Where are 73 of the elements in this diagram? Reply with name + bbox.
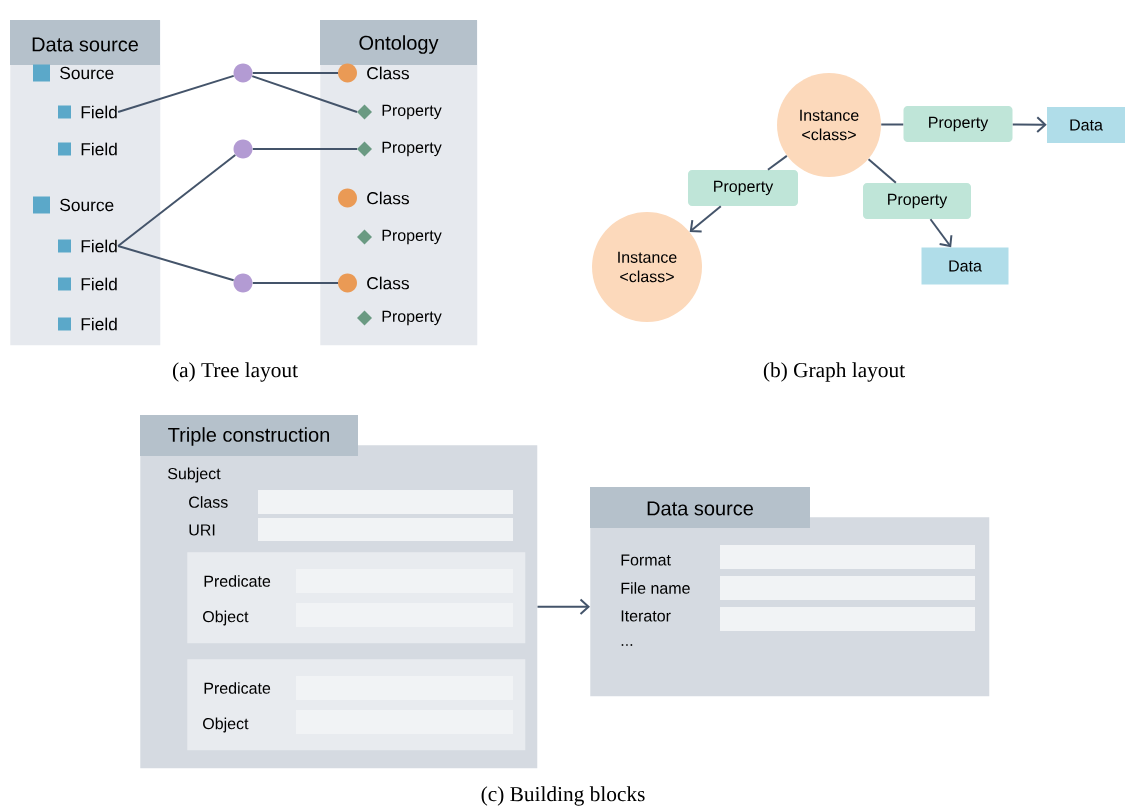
node-label: Source bbox=[60, 66, 114, 80]
list-item: Class bbox=[338, 273, 409, 293]
node-label: Property bbox=[382, 104, 442, 120]
list-item: Field bbox=[58, 277, 117, 291]
list-item: Field bbox=[58, 142, 117, 156]
field-label: URI bbox=[189, 524, 215, 536]
node-label: Field bbox=[81, 239, 117, 253]
list-item: Class bbox=[338, 188, 409, 208]
junction-dot bbox=[233, 139, 253, 159]
caption: (a) Tree layout bbox=[172, 362, 298, 382]
list-item: Source bbox=[33, 64, 114, 82]
field-label: ... bbox=[621, 644, 633, 646]
connector-line bbox=[251, 148, 358, 150]
field-label: File name bbox=[621, 582, 690, 594]
field-label: Class bbox=[189, 496, 228, 508]
connector-line bbox=[117, 245, 235, 282]
panel-heading: Data source bbox=[32, 37, 138, 52]
junction-dot bbox=[233, 273, 253, 293]
caption: (b) Graph layout bbox=[763, 362, 905, 382]
node-label: Property bbox=[382, 310, 442, 326]
field-label: Iterator bbox=[621, 610, 671, 622]
arrow bbox=[1011, 116, 1047, 133]
connector-line bbox=[117, 74, 235, 113]
node-label: Source bbox=[60, 198, 114, 212]
node-label: Class bbox=[367, 191, 409, 205]
list-item: Class bbox=[338, 63, 409, 83]
node-label: Field bbox=[81, 277, 117, 291]
node-label: Field bbox=[81, 317, 117, 331]
list-item: Field bbox=[58, 317, 117, 331]
connector-line bbox=[880, 123, 905, 126]
list-item: Field bbox=[58, 239, 117, 253]
connector-line bbox=[867, 158, 897, 184]
panel bbox=[10, 20, 161, 346]
property-box: Property bbox=[688, 170, 798, 206]
form-group bbox=[187, 659, 526, 751]
node-label: Class bbox=[367, 66, 409, 80]
list-item: Property bbox=[357, 229, 442, 245]
panel-heading: Triple construction bbox=[168, 427, 329, 446]
connector-line bbox=[251, 282, 339, 284]
field-label: Object bbox=[203, 610, 249, 626]
panel-heading: Ontology bbox=[359, 35, 439, 54]
field-label: Subject bbox=[168, 467, 221, 483]
panel bbox=[320, 20, 478, 346]
arrow bbox=[929, 218, 953, 248]
list-item: Property bbox=[357, 141, 442, 157]
field-label: Predicate bbox=[204, 575, 271, 587]
arrow bbox=[689, 205, 722, 233]
field-label: Format bbox=[621, 554, 671, 566]
panel-heading: Data source bbox=[647, 501, 753, 516]
arrow bbox=[536, 598, 590, 616]
property-box: Property bbox=[903, 106, 1013, 142]
list-item: Source bbox=[33, 196, 114, 214]
data-box: Data bbox=[1047, 107, 1125, 143]
node-label: Field bbox=[81, 142, 117, 156]
connector-line bbox=[766, 154, 788, 171]
list-item: Property bbox=[357, 310, 442, 326]
caption: (c) Building blocks bbox=[481, 786, 645, 806]
data-box: Data bbox=[921, 247, 1009, 285]
field-label: Object bbox=[203, 717, 249, 733]
form-group bbox=[187, 552, 526, 644]
node-label: Field bbox=[81, 105, 117, 119]
property-box: Property bbox=[863, 183, 971, 219]
junction-dot bbox=[233, 63, 253, 83]
form-panel bbox=[590, 487, 990, 697]
connector-line bbox=[251, 75, 358, 113]
node-label: Property bbox=[382, 229, 442, 245]
list-item: Property bbox=[357, 104, 442, 120]
node-label: Class bbox=[367, 276, 409, 290]
connector-line bbox=[251, 72, 339, 74]
connector-line bbox=[117, 154, 237, 247]
field-label: Predicate bbox=[204, 682, 271, 694]
list-item: Field bbox=[58, 105, 117, 119]
node-label: Property bbox=[382, 141, 442, 157]
